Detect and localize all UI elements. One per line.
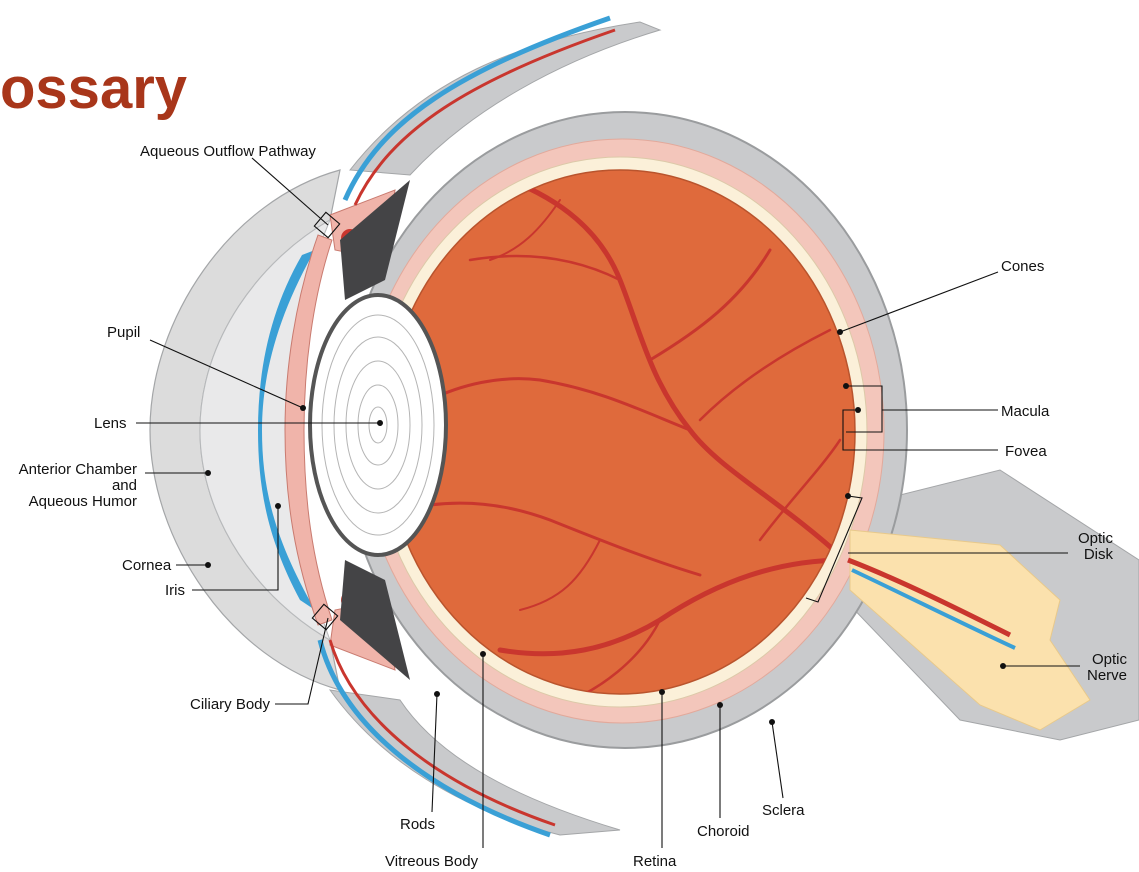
label-retina: Retina: [633, 853, 677, 870]
dot-anterior-chamber: [205, 470, 211, 476]
dot-vitreous-body: [480, 651, 486, 657]
dot-rods: [434, 691, 440, 697]
dot-pupil: [300, 405, 306, 411]
label-anterior-chamber-2: and: [112, 477, 137, 494]
dot-lens: [377, 420, 383, 426]
label-optic-nerve-2: Nerve: [1087, 667, 1127, 684]
label-iris: Iris: [165, 582, 185, 599]
dot-fovea: [855, 407, 861, 413]
dot-sclera: [769, 719, 775, 725]
label-ciliary-body: Ciliary Body: [190, 696, 271, 713]
label-optic-disk-2: Disk: [1084, 546, 1114, 563]
dot-optic-nerve: [1000, 663, 1006, 669]
page-title: ossary: [0, 56, 187, 121]
dot-iris: [275, 503, 281, 509]
label-optic-nerve-1: Optic: [1092, 651, 1128, 668]
label-aqueous-outflow: Aqueous Outflow Pathway: [140, 143, 316, 160]
dot-cornea: [205, 562, 211, 568]
label-lens: Lens: [94, 415, 127, 432]
label-cornea: Cornea: [122, 557, 172, 574]
label-optic-disk-1: Optic: [1078, 530, 1114, 547]
label-pupil: Pupil: [107, 324, 140, 341]
dot-choroid: [717, 702, 723, 708]
dot-retina: [659, 689, 665, 695]
label-macula: Macula: [1001, 403, 1050, 420]
dot-cones: [837, 329, 843, 335]
label-choroid: Choroid: [697, 823, 750, 840]
vitreous-body: [385, 170, 855, 694]
label-anterior-chamber-3: Aqueous Humor: [29, 493, 137, 510]
label-cones: Cones: [1001, 258, 1044, 275]
label-anterior-chamber-1: Anterior Chamber: [19, 461, 137, 478]
leader-sclera: [772, 722, 783, 798]
dot-macula: [843, 383, 849, 389]
dot-optic-disk: [845, 493, 851, 499]
label-vitreous-body: Vitreous Body: [385, 853, 479, 870]
label-sclera: Sclera: [762, 802, 805, 819]
label-rods: Rods: [400, 816, 435, 833]
label-fovea: Fovea: [1005, 443, 1047, 460]
